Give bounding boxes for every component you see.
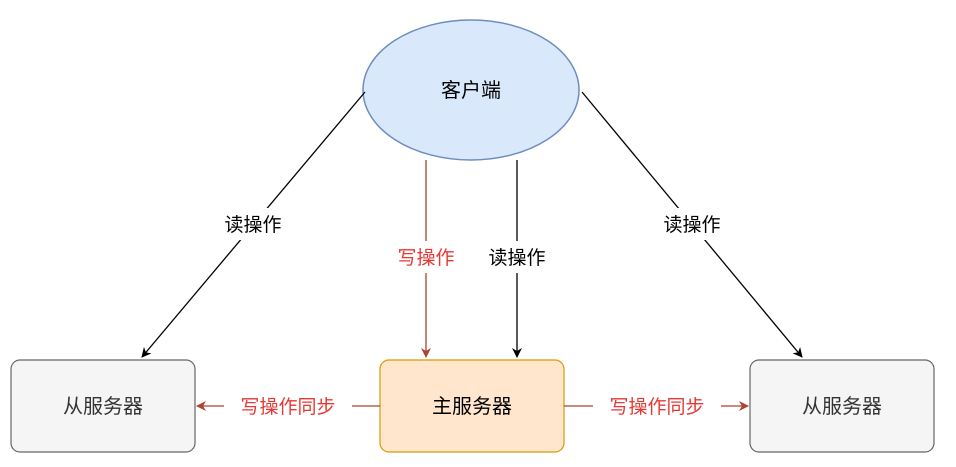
- label-bg: [476, 241, 558, 273]
- edge-client-to-slave-left: 读操作: [141, 91, 366, 358]
- edge-master-to-slave-right-sync: 写操作同步: [564, 391, 749, 421]
- edge-client-to-slave-right: 读操作: [581, 91, 803, 358]
- master-server-node: 主服务器: [379, 359, 565, 453]
- slave-server-left-node: 从服务器: [10, 359, 196, 453]
- client-node: 客户端: [362, 19, 580, 161]
- sync-label-right: 写操作同步: [609, 396, 704, 418]
- slave-server-left-label: 从服务器: [63, 394, 143, 418]
- label-bg: [385, 241, 467, 273]
- label-bg: [224, 391, 352, 421]
- label-bg: [593, 391, 721, 421]
- slave-server-left-box: [10, 359, 196, 453]
- edge-client-to-master-read: 读操作: [476, 160, 558, 358]
- client-ellipse: [362, 19, 580, 161]
- slave-server-right-label: 从服务器: [802, 394, 882, 418]
- label-bg: [652, 208, 732, 240]
- read-label-left: 读操作: [224, 214, 281, 236]
- label-bg: [213, 208, 293, 240]
- client-label: 客户端: [441, 78, 501, 102]
- sync-label-left: 写操作同步: [240, 396, 335, 418]
- write-label-master: 写操作: [397, 247, 454, 269]
- edge-client-to-master-write: 写操作: [385, 160, 467, 358]
- edge-master-to-slave-left-sync: 写操作同步: [196, 391, 380, 421]
- read-label-right: 读操作: [663, 214, 720, 236]
- slave-server-right-box: [749, 359, 935, 453]
- master-server-label: 主服务器: [432, 394, 512, 418]
- read-label-master: 读操作: [488, 247, 545, 269]
- slave-server-right-node: 从服务器: [749, 359, 935, 453]
